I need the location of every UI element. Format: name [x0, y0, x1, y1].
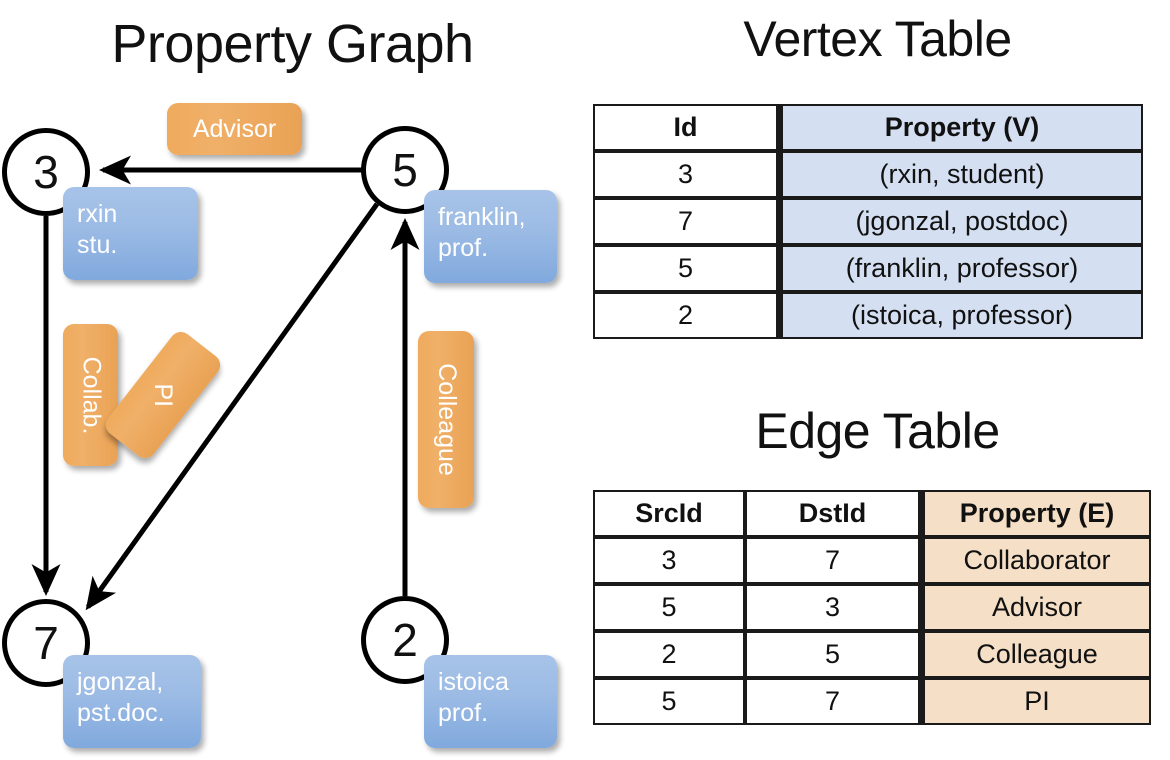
edge-table-header-srcid: SrcId: [593, 490, 745, 537]
edge-label-colleague-text: Colleague: [432, 363, 461, 476]
edge-table-header-dstid: DstId: [745, 490, 920, 537]
graph-node-2[interactable]: 2: [361, 596, 449, 684]
node-property-istoica-name: istoica: [438, 668, 509, 696]
graph-node-2-label: 2: [392, 614, 418, 666]
node-property-rxin-role: stu.: [77, 231, 118, 259]
edge-table-header-property: Property (E): [920, 490, 1151, 537]
node-property-box-rxin[interactable]: rxin stu.: [63, 187, 198, 280]
edge-row-0-dst: 7: [745, 537, 920, 584]
graph-node-5-label: 5: [392, 144, 418, 196]
graph-node-7-label: 7: [33, 617, 59, 669]
edge-row-1-property: Advisor: [920, 584, 1151, 631]
node-property-jgonzal-role: pst.doc.: [77, 699, 165, 727]
node-property-franklin-role: prof.: [438, 234, 489, 262]
edge-row-2-dst: 5: [745, 631, 920, 678]
edge-row-2-property: Colleague: [920, 631, 1151, 678]
table-row[interactable]: 2 (istoica, professor): [593, 292, 1143, 339]
table-row[interactable]: 2 5 Colleague: [593, 631, 1151, 678]
edge-row-1-dst: 3: [745, 584, 920, 631]
vertex-row-0-property: (rxin, student): [778, 151, 1143, 198]
table-row[interactable]: 5 7 PI: [593, 678, 1151, 725]
node-property-rxin-name: rxin: [77, 200, 118, 228]
page-title-edge-table: Edge Table: [755, 403, 1000, 459]
edge-table: SrcId DstId Property (E) 3 7 Collaborato…: [593, 490, 1151, 725]
vertex-row-2-property: (franklin, professor): [778, 245, 1143, 292]
vertex-table-header-id: Id: [593, 104, 778, 151]
vertex-row-0-id: 3: [593, 151, 778, 198]
table-row[interactable]: 5 3 Advisor: [593, 584, 1151, 631]
vertex-table-header-property: Property (V): [778, 104, 1143, 151]
edge-row-3-src: 5: [593, 678, 745, 725]
graph-edges: [31, 155, 420, 611]
edge-label-advisor[interactable]: Advisor: [167, 103, 302, 155]
vertex-table: Id Property (V) 3 (rxin, student) 7 (jgo…: [593, 104, 1143, 339]
table-row[interactable]: 7 (jgonzal, postdoc): [593, 198, 1143, 245]
vertex-row-1-id: 7: [593, 198, 778, 245]
edge-row-3-property: PI: [920, 678, 1151, 725]
graph-node-3-label: 3: [33, 146, 59, 198]
vertex-row-3-id: 2: [593, 292, 778, 339]
edge-label-collab-text: Collab.: [77, 356, 106, 434]
page-title-vertex-table: Vertex Table: [743, 11, 1012, 67]
vertex-row-1-property: (jgonzal, postdoc): [778, 198, 1143, 245]
table-row[interactable]: 3 7 Collaborator: [593, 537, 1151, 584]
edge-5-to-7-pi: [85, 202, 380, 611]
node-property-franklin-name: franklin,: [438, 203, 526, 231]
edge-row-2-src: 2: [593, 631, 745, 678]
node-property-box-jgonzal[interactable]: jgonzal, pst.doc.: [63, 655, 201, 748]
edge-label-collab[interactable]: Collab.: [63, 324, 118, 466]
edge-row-1-src: 5: [593, 584, 745, 631]
edge-table-header-row: SrcId DstId Property (E): [593, 490, 1151, 537]
graph-node-5[interactable]: 5: [361, 126, 449, 214]
vertex-row-3-property: (istoica, professor): [778, 292, 1143, 339]
edge-label-advisor-text: Advisor: [192, 114, 277, 143]
edge-label-pi-text: PI: [149, 383, 178, 407]
vertex-table-header-row: Id Property (V): [593, 104, 1143, 151]
page-title-property-graph: Property Graph: [111, 14, 474, 74]
edge-row-0-src: 3: [593, 537, 745, 584]
table-row[interactable]: 3 (rxin, student): [593, 151, 1143, 198]
node-property-box-franklin[interactable]: franklin, prof.: [424, 190, 557, 283]
edge-row-3-dst: 7: [745, 678, 920, 725]
edge-label-colleague[interactable]: Colleague: [418, 331, 474, 508]
edge-row-0-property: Collaborator: [920, 537, 1151, 584]
table-row[interactable]: 5 (franklin, professor): [593, 245, 1143, 292]
node-property-istoica-role: prof.: [438, 699, 489, 727]
vertex-row-2-id: 5: [593, 245, 778, 292]
node-property-jgonzal-name: jgonzal,: [77, 668, 164, 696]
node-property-box-istoica[interactable]: istoica prof.: [424, 655, 557, 748]
